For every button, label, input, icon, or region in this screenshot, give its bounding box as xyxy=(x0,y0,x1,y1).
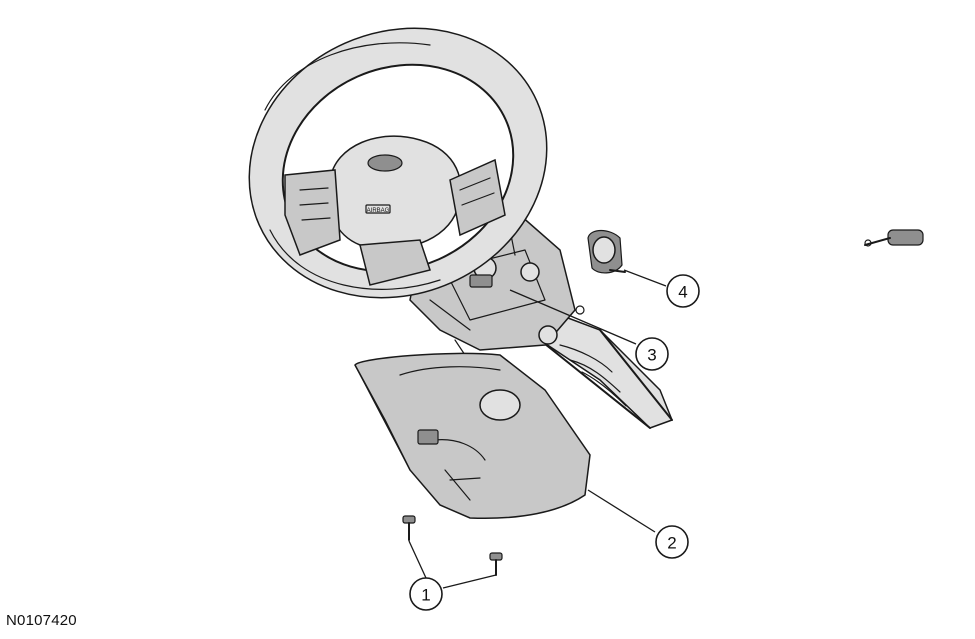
leader-lines xyxy=(408,269,667,589)
ignition-key xyxy=(864,229,924,247)
leader-3 xyxy=(509,289,637,345)
callout-3: 3 xyxy=(635,337,669,371)
screw-right xyxy=(489,552,503,576)
ignition-bezel xyxy=(587,229,626,274)
screw-left xyxy=(402,515,416,541)
leader-1a xyxy=(408,540,427,579)
callout-4-label: 4 xyxy=(678,283,687,302)
leader-2 xyxy=(587,489,656,533)
lower-shroud xyxy=(354,352,591,520)
figure-id-label: N0107420 xyxy=(6,612,77,629)
shroud-screws xyxy=(402,515,503,576)
steering-wheel: AIRBAG xyxy=(248,27,548,299)
steering-column-shaft xyxy=(518,298,673,429)
leader-1b xyxy=(442,574,497,589)
callout-3-label: 3 xyxy=(647,346,656,365)
callout-2-label: 2 xyxy=(667,534,676,553)
callout-1: 1 xyxy=(409,577,443,611)
callout-2: 2 xyxy=(655,525,689,559)
callout-1-label: 1 xyxy=(421,586,430,605)
callout-4: 4 xyxy=(666,274,700,308)
leader-4 xyxy=(623,269,667,287)
svg-text:AIRBAG: AIRBAG xyxy=(367,208,390,214)
